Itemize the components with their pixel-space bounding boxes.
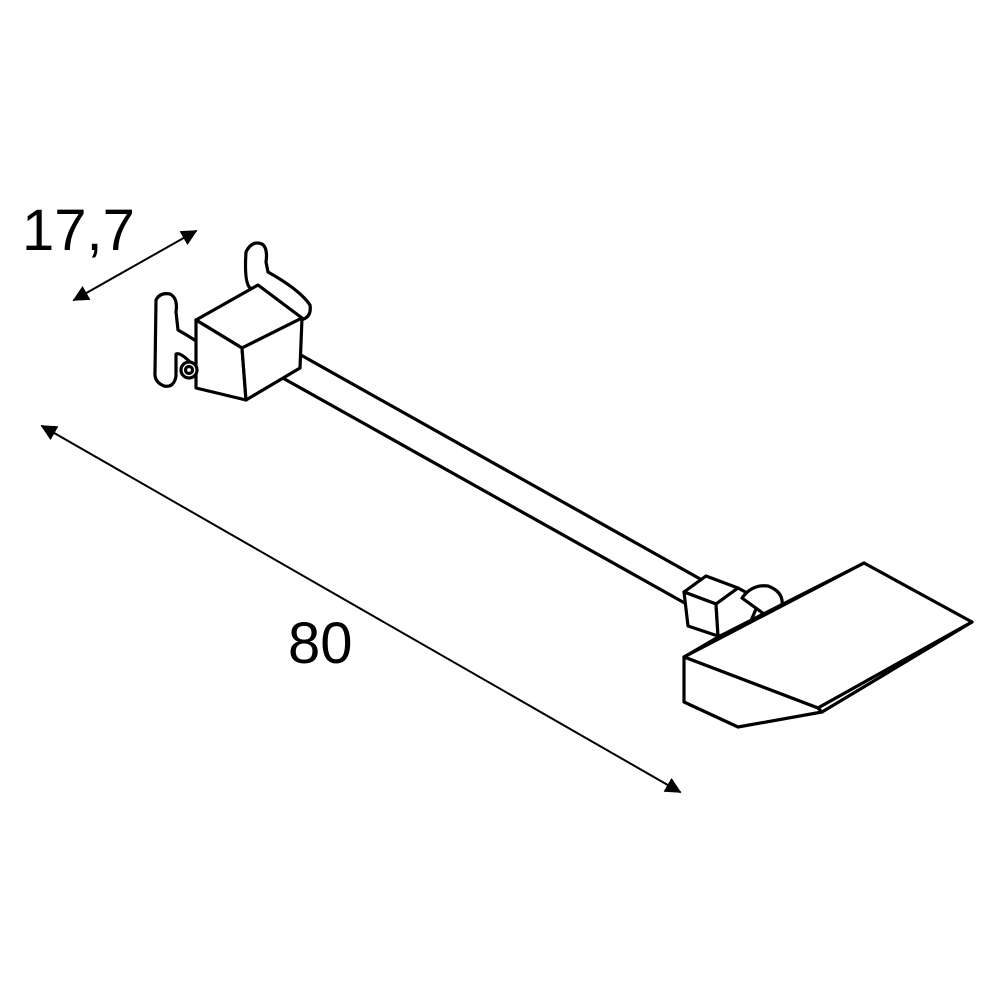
- depth-dimension-line: [72, 230, 198, 301]
- head-body-face: [816, 620, 974, 714]
- head-body-front: [682, 655, 824, 729]
- head-body-rim: [682, 634, 722, 659]
- length-dimension-label: 80: [288, 611, 353, 676]
- lamp-head: [682, 561, 974, 729]
- length-dimension: 80: [40, 425, 682, 793]
- depth-dimension: 17,7: [22, 198, 198, 301]
- set-screw-head: [183, 364, 195, 376]
- set-screw-icon: [179, 360, 199, 380]
- head-body-edge: [718, 561, 866, 638]
- bracket-block-side: [240, 316, 304, 402]
- wall-bracket: [153, 241, 312, 402]
- lamp-arm: [267, 342, 704, 608]
- length-dimension-line: [40, 425, 682, 793]
- depth-dimension-label: 17,7: [22, 198, 135, 263]
- arm-rod: [270, 343, 704, 608]
